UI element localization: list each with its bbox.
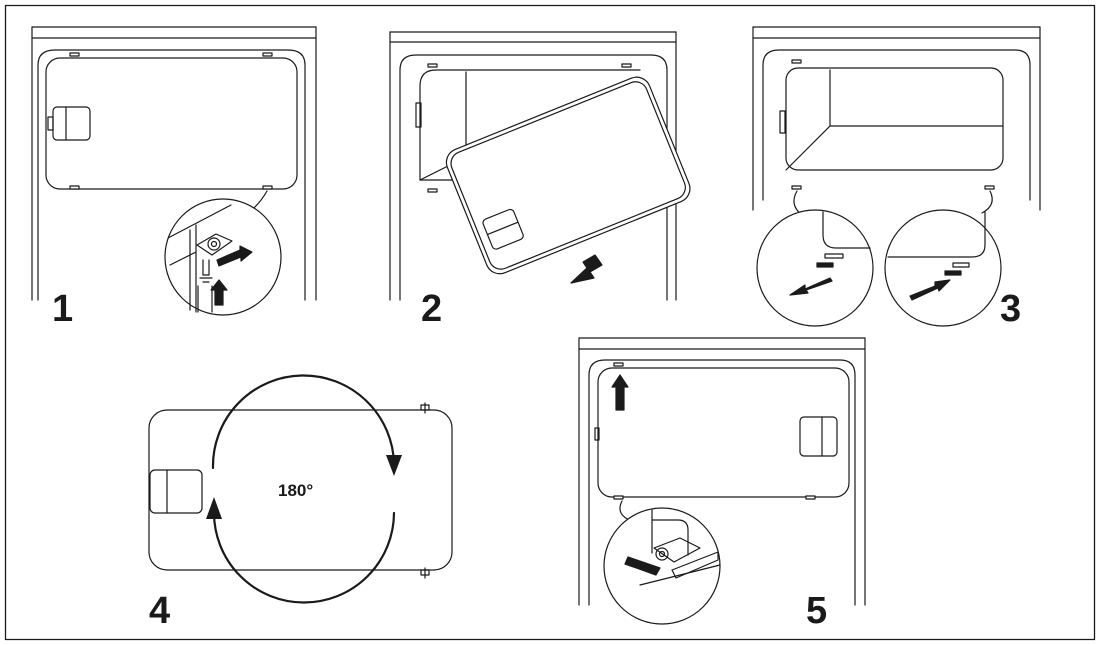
step-5-zoom-circle [603, 507, 721, 625]
outer-frame [4, 4, 1096, 641]
step-5-zoom-detail [624, 509, 721, 586]
step-1-zoom-detail [167, 204, 253, 313]
step-4-door [148, 409, 453, 571]
step-5-illustration [578, 337, 866, 625]
step-3-zoom-detail-right [887, 211, 986, 301]
rotation-angle-label: 180° [278, 481, 314, 500]
step-3-zoom-detail-left [789, 211, 871, 296]
step-1-illustration [31, 26, 317, 316]
step-2-illustration [389, 31, 691, 301]
rotation-arrow-bottom [212, 510, 396, 604]
step-4-illustration [148, 374, 453, 604]
rotation-arrow-top [211, 374, 396, 470]
step-3-number: 3 [1000, 288, 1022, 330]
step-3-zoom-circle-left [756, 209, 874, 327]
step-3-zoom-circle-right [884, 209, 1002, 327]
step-2-number: 2 [421, 288, 443, 330]
step-4-number: 4 [149, 590, 171, 632]
step-1-number: 1 [52, 288, 74, 330]
step-3-illustration [752, 26, 1041, 327]
step-5-number: 5 [806, 590, 828, 632]
